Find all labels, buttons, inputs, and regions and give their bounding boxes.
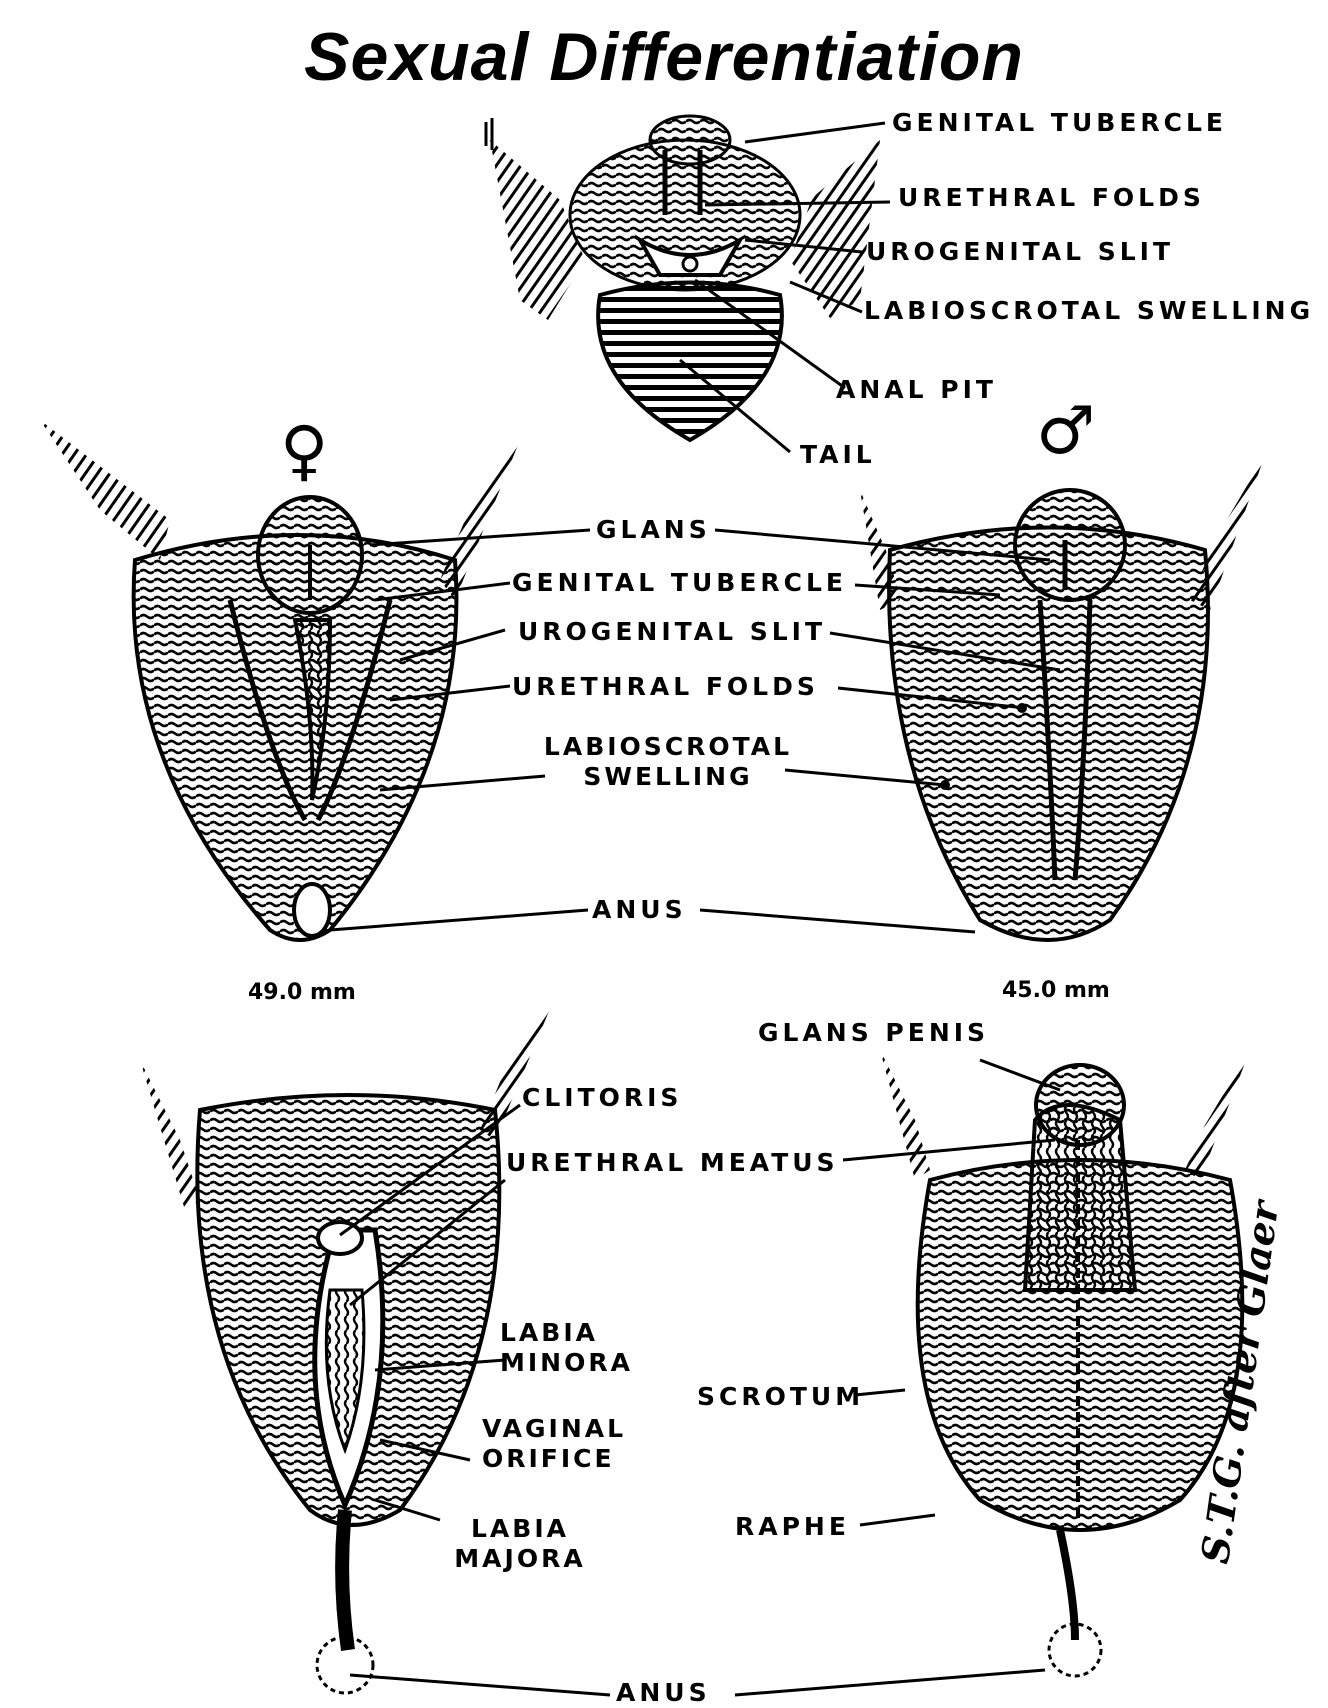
label-urogenital-slit-middle: UROGENITAL SLIT: [518, 617, 826, 647]
label-vaginal-orifice: VAGINAL ORIFICE: [482, 1414, 632, 1474]
male-symbol-icon: ♂: [1036, 398, 1095, 464]
label-labia-minora-line2: MINORA: [500, 1348, 620, 1378]
middle-male-glans: [1015, 490, 1125, 600]
label-labioscrotal-line1: LABIOSCROTAL: [538, 732, 798, 762]
label-clitoris: CLITORIS: [522, 1083, 682, 1113]
label-urogenital-slit-top: UROGENITAL SLIT: [866, 237, 1174, 267]
label-anal-pit: ANAL PIT: [836, 375, 997, 405]
label-labia-majora-line2: MAJORA: [450, 1544, 590, 1574]
label-urethral-meatus: URETHRAL MEATUS: [506, 1148, 839, 1178]
label-anus-middle: ANUS: [592, 895, 687, 925]
label-vaginal-orifice-line2: ORIFICE: [482, 1444, 632, 1474]
final-female-drawing: [140, 985, 560, 1693]
male-embryo-size: 45.0 mm: [1002, 978, 1110, 1003]
label-labia-minora-line1: LABIA: [500, 1318, 620, 1348]
final-male-scrotum: [918, 1160, 1243, 1530]
label-urethral-folds-middle: URETHRAL FOLDS: [512, 672, 819, 702]
indifferent-genital-tubercle: [650, 116, 730, 164]
label-genital-tubercle-top: GENITAL TUBERCLE: [892, 108, 1227, 138]
indifferent-right-leg: [790, 140, 880, 318]
label-raphe: RAPHE: [735, 1512, 850, 1542]
label-tail: TAIL: [800, 440, 876, 470]
label-vaginal-orifice-line1: VAGINAL: [482, 1414, 632, 1444]
final-male-glans-penis: [1036, 1065, 1124, 1145]
label-glans-middle: GLANS: [596, 515, 711, 545]
label-labia-majora-line1: LABIA: [450, 1514, 590, 1544]
label-labia-minora: LABIA MINORA: [500, 1318, 620, 1378]
label-scrotum: SCROTUM: [697, 1382, 864, 1412]
label-labioscrotal-line2: SWELLING: [538, 762, 798, 792]
final-male-drawing: [880, 1050, 1250, 1676]
label-urethral-folds-top: URETHRAL FOLDS: [898, 183, 1205, 213]
label-glans-penis: GLANS PENIS: [758, 1018, 989, 1048]
label-labioscrotal-swelling-top: LABIOSCROTAL SWELLING: [864, 296, 1314, 326]
middle-female-anus: [294, 884, 330, 936]
indifferent-stage-drawing: [486, 116, 880, 440]
label-labia-majora: LABIA MAJORA: [450, 1514, 590, 1574]
middle-female-drawing: [40, 420, 520, 940]
female-symbol-icon: ♀: [280, 418, 328, 484]
label-anus-final: ANUS: [616, 1678, 711, 1708]
label-genital-tubercle-middle: GENITAL TUBERCLE: [512, 568, 847, 598]
final-female-clitoris: [318, 1222, 362, 1254]
label-labioscrotal-swelling-middle: LABIOSCROTAL SWELLING: [538, 732, 798, 792]
female-embryo-size: 49.0 mm: [248, 980, 356, 1005]
indifferent-tail: [598, 283, 782, 441]
